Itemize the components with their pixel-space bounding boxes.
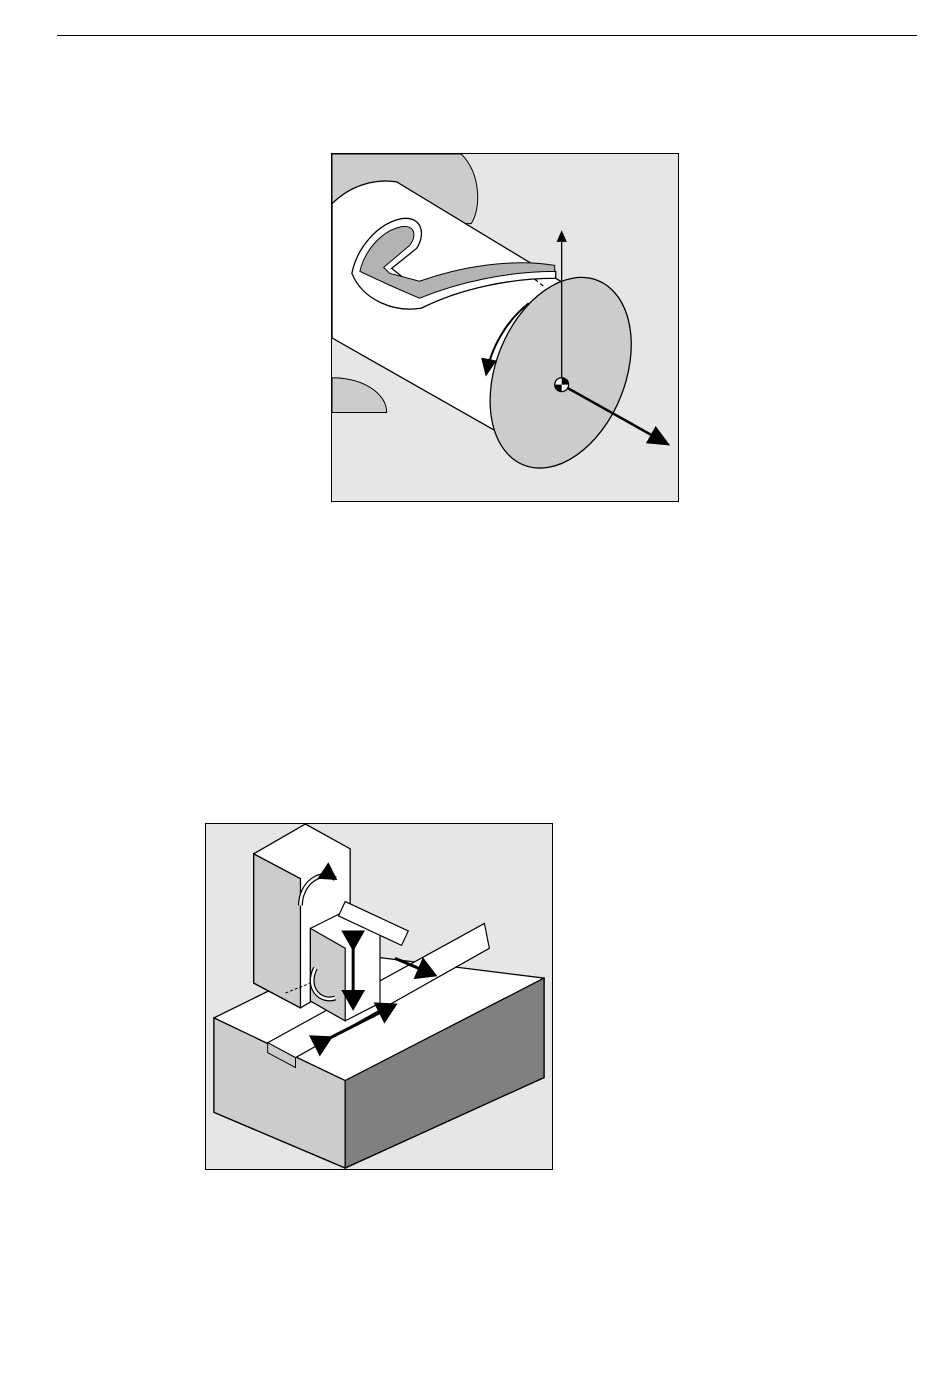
- cylinder-slot-figure: [331, 153, 679, 502]
- machine-axes-illustration: [206, 824, 552, 1169]
- machine-axes-figure: [205, 823, 553, 1170]
- cylinder-slot-illustration: [332, 154, 678, 501]
- column-front-face: [254, 854, 301, 1008]
- header-rule: [57, 35, 917, 36]
